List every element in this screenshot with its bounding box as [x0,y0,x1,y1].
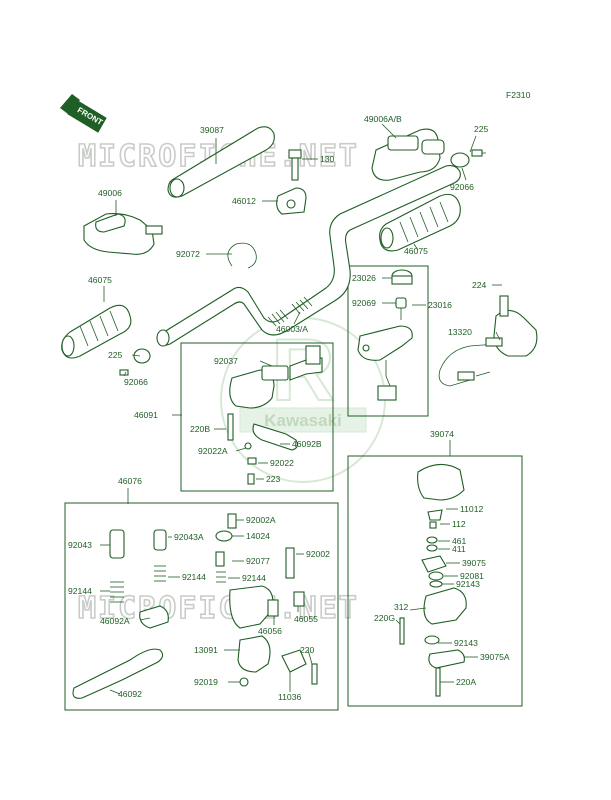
lever-assembly-box-right [180,342,334,492]
label-92072: 92072 [176,249,200,259]
lever-holder-46091 [227,345,323,485]
housing-49006 [83,213,163,255]
badge-text: Kawasaki [264,411,342,430]
front-arrow-icon: FRONT [60,94,107,133]
label-92066-right: 92066 [450,182,474,192]
throttle-housing-49006AB [371,128,445,181]
label-11036: 11036 [278,692,301,702]
clamp-46012 [276,187,307,215]
diagram-code: F2310 [506,90,531,100]
label-92081: 92081 [460,571,484,581]
label-112: 112 [452,519,466,529]
label-92144-right: 92144 [242,573,266,583]
label-39087: 39087 [200,125,224,135]
label-46092B: 46092B [292,439,322,449]
label-13091: 13091 [194,645,218,655]
label-46091: 46091 [134,410,158,420]
label-23016: 23016 [428,300,452,310]
label-220G: 220G [374,613,395,623]
handlebar [156,165,461,347]
label-46003A: 46003/A [276,324,308,334]
label-411: 411 [452,544,466,554]
leader-lines [100,123,502,695]
label-312: 312 [394,602,409,612]
watermark-bottom: MICROFICHE.NET [78,591,359,626]
clip-92072 [227,242,257,269]
throttle-case-box [347,455,523,707]
label-49006: 49006 [98,188,122,198]
label-92077: 92077 [246,556,270,566]
label-92144-left: 92144 [68,586,92,596]
grip-46075-right [379,193,461,252]
switch-23016 [357,269,413,401]
label-92143-upper: 92143 [456,579,480,589]
label-92037: 92037 [214,356,238,366]
label-223: 223 [266,474,281,484]
label-92043: 92043 [68,540,92,550]
label-46056: 46056 [258,626,282,636]
label-46075-left: 46075 [88,275,112,285]
end-cap-right [450,149,486,168]
label-92022: 92022 [270,458,294,468]
label-46092A: 46092A [100,616,130,626]
label-220B: 220B [190,424,210,434]
label-39075: 39075 [462,558,486,568]
grip-46075-left [61,304,132,359]
bolt-130 [288,149,302,181]
label-39075A: 39075A [480,652,510,662]
label-92069: 92069 [352,298,376,308]
label-92002A: 92002A [246,515,276,525]
label-92022A: 92022A [198,446,228,456]
label-92002: 92002 [306,549,330,559]
label-46092: 46092 [118,689,142,699]
label-130: 130 [320,154,335,164]
label-39074: 39074 [430,429,454,439]
label-220: 220 [300,645,315,655]
label-49006AB: 49006A/B [364,114,402,124]
label-46075-right: 46075 [404,246,428,256]
end-cap-left [119,348,151,376]
label-92144-center: 92144 [182,572,206,582]
part-labels: 39087 49006A/B 225 130 46012 92066 49006… [68,114,510,702]
clutch-lever-assembly-46076 [72,513,318,699]
label-46012: 46012 [232,196,256,206]
label-224: 224 [472,280,487,290]
label-14024: 14024 [246,531,270,541]
label-225-left: 225 [108,350,123,360]
label-92043A: 92043A [174,532,204,542]
switch-assembly-box [347,265,429,417]
label-461: 461 [452,536,467,546]
label-92019: 92019 [194,677,218,687]
clutch-lever-box [64,502,339,711]
kill-switch-13320 [438,295,538,387]
label-23026: 23026 [352,273,376,283]
label-13320: 13320 [448,327,472,337]
grip-39087 [167,126,275,198]
label-225-right: 225 [474,124,489,134]
label-11012: 11012 [460,504,483,514]
label-92143-lower: 92143 [454,638,478,648]
label-92066-left: 92066 [124,377,148,387]
label-46076: 46076 [118,476,142,486]
label-46055: 46055 [294,614,318,624]
label-220A: 220A [456,677,476,687]
